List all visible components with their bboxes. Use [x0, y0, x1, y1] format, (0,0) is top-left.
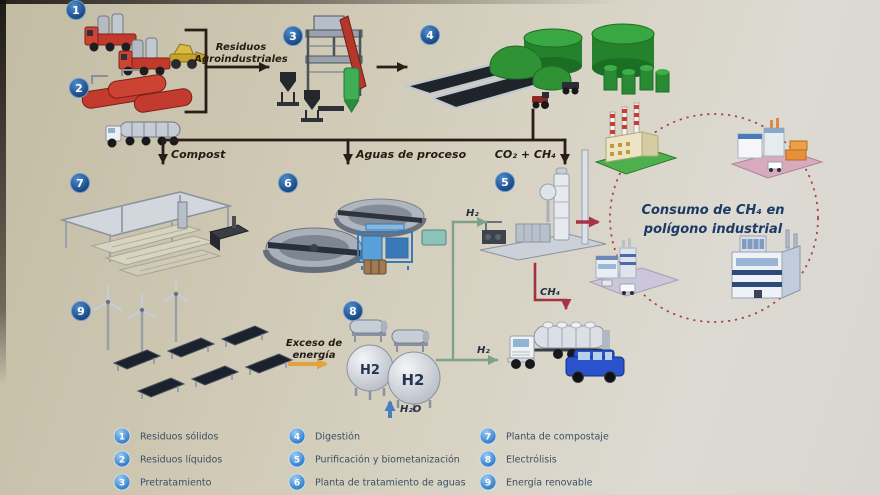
svg-text:6: 6 [294, 479, 300, 489]
treatment-skid-icon [357, 223, 413, 270]
badge-9: 9 [71, 301, 91, 321]
label-ch4: CH₄ [540, 287, 560, 298]
energia-renovable-icon [93, 278, 294, 399]
legend-item-3: 3 Pretratamiento [113, 473, 212, 491]
h2-tank1-label: H2 [360, 363, 380, 378]
svg-text:Purificación y biometanización: Purificación y biometanización [315, 455, 460, 466]
h2-line [435, 220, 455, 362]
blue-van-icon [565, 349, 625, 383]
badge-5: 5 [495, 172, 515, 192]
svg-text:4: 4 [426, 29, 434, 42]
h2-tank2-label: H2 [402, 371, 425, 389]
svg-text:Residuos líquidos: Residuos líquidos [140, 455, 222, 466]
badge-6: 6 [278, 173, 298, 193]
legend-item-4: 4 Digestión [288, 427, 360, 445]
svg-text:1: 1 [72, 4, 80, 17]
legend-item-5: 5 Purificación y biometanización [288, 450, 460, 468]
label-co2-ch4: CO₂ + CH₄ [495, 148, 556, 161]
svg-text:Planta de compostaje: Planta de compostaje [506, 432, 609, 443]
tractor-icon [532, 92, 549, 109]
label-consumo-line1: Consumo de CH₄ en [641, 203, 784, 218]
label-h2-bottom: H₂ [477, 345, 490, 356]
tratamiento-aguas-plant-icon [263, 198, 447, 275]
svg-text:2: 2 [75, 82, 83, 95]
svg-text:1: 1 [119, 433, 125, 443]
svg-text:Planta de tratamiento de aguas: Planta de tratamiento de aguas [315, 478, 466, 489]
svg-text:3: 3 [289, 30, 297, 43]
svg-text:7: 7 [76, 177, 84, 190]
legend-item-2: 2 Residuos líquidos [113, 450, 222, 468]
legend-item-7: 7 Planta de compostaje [479, 427, 609, 445]
svg-text:Energía renovable: Energía renovable [506, 478, 593, 489]
purificacion-tower-icon [479, 149, 607, 261]
label-residuos-line1: Residuos [216, 42, 267, 53]
digestion-plant-icon [404, 23, 670, 110]
distribution-line [161, 108, 567, 142]
svg-text:8: 8 [349, 305, 357, 318]
badge-8: 8 [343, 301, 363, 321]
svg-text:Digestión: Digestión [315, 432, 360, 443]
solar-panels-icon [112, 325, 294, 399]
farm-vehicle-icon [562, 82, 579, 95]
factory-logistics-icon [588, 238, 680, 297]
svg-text:Pretratamiento: Pretratamiento [140, 478, 212, 489]
label-exceso-line2: energía [293, 349, 336, 361]
svg-text:Electrólisis: Electrólisis [506, 455, 557, 466]
industrial-estate-circle [609, 113, 819, 323]
label-h2-top: H₂ [466, 208, 479, 219]
badge-3: 3 [283, 26, 303, 46]
tanker-truck-icon [105, 121, 181, 148]
svg-text:5: 5 [294, 456, 300, 466]
pretratamiento-plant-icon [277, 15, 367, 122]
svg-text:5: 5 [501, 176, 509, 189]
label-consumo-line2: polígono industrial [643, 222, 783, 237]
svg-text:7: 7 [485, 433, 491, 443]
waste-bracket-line [184, 28, 208, 114]
legend-item-1: 1 Residuos sólidos [113, 427, 218, 445]
ch4-line-to-truck [533, 262, 572, 310]
svg-text:Residuos sólidos: Residuos sólidos [140, 432, 218, 443]
wheel-loader-icon [169, 43, 209, 69]
label-h2o: H₂O [400, 404, 422, 415]
label-aguas-proceso: Aguas de proceso [355, 148, 467, 161]
svg-text:2: 2 [119, 456, 125, 466]
factory-building-icon [731, 229, 801, 299]
legend-item-8: 8 Electrólisis [479, 450, 557, 468]
svg-text:3: 3 [119, 479, 125, 489]
legend-item-9: 9 Energía renovable [479, 473, 593, 491]
label-compost: Compost [171, 148, 226, 161]
label-residuos-line2: Agroindustriales [193, 54, 288, 65]
factory-chimneys-icon [594, 102, 678, 175]
badge-7: 7 [70, 173, 90, 193]
factory-warehouse-icon [730, 118, 824, 179]
photo-left-edge [0, 0, 6, 385]
legend: 1 Residuos sólidos 2 Residuos líquidos 3 Pr… [113, 427, 609, 491]
svg-text:9: 9 [77, 305, 85, 318]
badge-1: 1 [66, 0, 86, 20]
svg-text:6: 6 [284, 177, 292, 190]
compostaje-plant-icon [59, 191, 250, 277]
legend-item-6: 6 Planta de tratamiento de aguas [288, 473, 466, 491]
residuos-liquidos-tanks-icon [81, 69, 193, 148]
photo-top-edge [0, 0, 620, 4]
badge-4: 4 [420, 25, 440, 45]
label-exceso-line1: Exceso de [286, 338, 342, 349]
svg-text:4: 4 [294, 433, 300, 443]
electrolisis-h2-tanks-icon: H2 H2 [346, 319, 441, 412]
svg-text:9: 9 [485, 479, 491, 489]
svg-text:8: 8 [485, 456, 491, 466]
diagram-badges: 1 2 3 4 5 6 7 8 9 [66, 0, 515, 321]
badge-2: 2 [69, 78, 89, 98]
h2-delivery-truck-icon [507, 321, 625, 383]
residuos-solidos-trucks-icon [84, 13, 209, 76]
